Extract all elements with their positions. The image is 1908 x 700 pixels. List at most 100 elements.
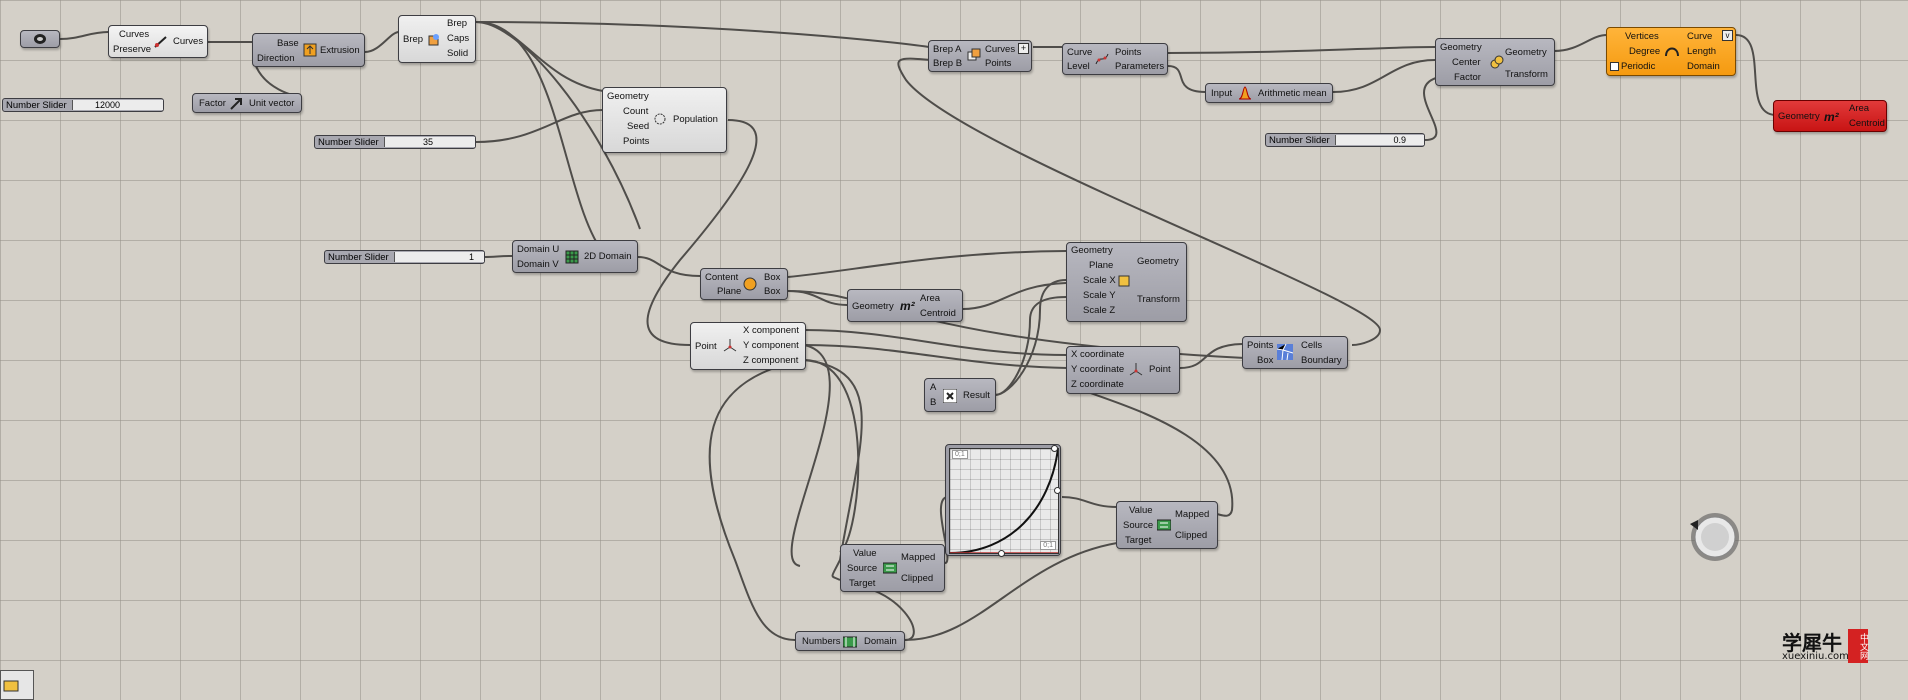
scale-z-input[interactable]: Scale Z [1083, 305, 1116, 316]
transform-output[interactable]: Transform [1505, 69, 1548, 80]
brep-components-node[interactable]: Brep Brep Caps Solid [398, 15, 476, 63]
brep-brep-node[interactable]: Brep A Brep B Curves Points + [928, 40, 1032, 72]
box-output-2[interactable]: Box [764, 286, 781, 297]
graph-grip-bottom[interactable] [998, 550, 1005, 557]
vertices-input[interactable]: Vertices [1625, 31, 1659, 42]
centroid-output[interactable]: Centroid [1849, 118, 1885, 129]
value-input[interactable]: Value [1129, 505, 1153, 516]
domain-u-input[interactable]: Domain U [517, 244, 560, 255]
periodic-input[interactable]: Periodic [1621, 61, 1656, 72]
count-input[interactable]: Count [623, 106, 649, 117]
graph-area[interactable]: 0;1 0;1 [949, 448, 1059, 554]
area-output[interactable]: Area [920, 293, 941, 304]
direction-input[interactable]: Direction [257, 53, 295, 64]
degree-input[interactable]: Degree [1629, 46, 1661, 57]
y-coordinate-input[interactable]: Y coordinate [1071, 364, 1125, 375]
numbers-input[interactable]: Numbers [802, 636, 841, 647]
populate-geometry-node[interactable]: Geometry Count Seed Points Population [602, 87, 727, 153]
transform-output[interactable]: Transform [1137, 294, 1180, 305]
dropdown-icon[interactable]: v [1722, 30, 1733, 41]
preserve-input[interactable]: Preserve [113, 44, 152, 55]
scale-x-input[interactable]: Scale X [1083, 275, 1116, 286]
source-input[interactable]: Source [1123, 520, 1154, 531]
length-output[interactable]: Length [1687, 46, 1717, 57]
remap-numbers-node[interactable]: Value Source Target Mapped Clipped [840, 544, 945, 592]
geometry-input[interactable]: Geometry [607, 91, 649, 102]
curves-input[interactable]: Curves [119, 29, 150, 40]
x-component-output[interactable]: X component [743, 325, 799, 336]
domain-v-input[interactable]: Domain V [517, 259, 559, 270]
scale-node[interactable]: Geometry Center Factor Geometry Transfor… [1435, 38, 1555, 86]
graph-grip-right[interactable] [1054, 487, 1061, 494]
box-input[interactable]: Box [1257, 355, 1274, 366]
curve-output[interactable]: Curve [1687, 31, 1713, 42]
parameters-output[interactable]: Parameters [1115, 61, 1165, 72]
expand-icon[interactable]: + [1018, 43, 1029, 54]
curve-level-node[interactable]: Curve Level Points Parameters [1062, 43, 1168, 75]
point-output[interactable]: Point [1149, 364, 1171, 375]
unit-vector-node[interactable]: Factor Unit vector [192, 93, 302, 113]
checkbox-icon[interactable] [1610, 62, 1619, 71]
plane-input[interactable]: Plane [1089, 260, 1114, 271]
mapped-output[interactable]: Mapped [1175, 509, 1210, 520]
slider-track[interactable]: 35 [384, 137, 475, 147]
seed-input[interactable]: Seed [627, 121, 650, 132]
number-slider-35[interactable]: Number Slider 35 [314, 135, 476, 149]
y-component-output[interactable]: Y component [743, 340, 799, 351]
deconstruct-point-node[interactable]: Point X component Y component Z componen… [690, 322, 806, 370]
b-input[interactable]: B [930, 397, 937, 408]
box-output[interactable]: Box [764, 272, 781, 283]
a-input[interactable]: A [930, 382, 937, 393]
geometry-input[interactable]: Geometry [1778, 111, 1820, 122]
multiplication-node[interactable]: A B Result [924, 378, 996, 412]
result-output[interactable]: Result [963, 390, 990, 401]
scale-y-input[interactable]: Scale Y [1083, 290, 1116, 301]
z-coordinate-input[interactable]: Z coordinate [1071, 379, 1124, 390]
mapped-output[interactable]: Mapped [901, 552, 936, 563]
source-input[interactable]: Source [847, 563, 878, 574]
domain-output[interactable]: Domain [1687, 61, 1720, 72]
navigation-widget[interactable] [1688, 510, 1742, 564]
target-input[interactable]: Target [1125, 535, 1152, 546]
curves-node[interactable]: Curves Preserve Curves [108, 25, 208, 58]
target-input[interactable]: Target [849, 578, 876, 589]
points-output[interactable]: Points [985, 58, 1012, 69]
geometry-output[interactable]: Geometry [1505, 47, 1547, 58]
clipped-output[interactable]: Clipped [1175, 530, 1208, 541]
area-output[interactable]: Area [1849, 103, 1870, 114]
point-input[interactable]: Point [695, 341, 717, 352]
nurbs-curve-node[interactable]: Vertices Degree Periodic Curve Length Do… [1606, 27, 1736, 76]
solid-output[interactable]: Solid [447, 48, 469, 59]
number-slider-1[interactable]: Number Slider 1 [324, 250, 485, 264]
x-coordinate-input[interactable]: X coordinate [1071, 349, 1125, 360]
caps-output[interactable]: Caps [447, 33, 470, 44]
points-input[interactable]: Points [623, 136, 650, 147]
bounding-box-node[interactable]: Content Plane Box Box [700, 268, 788, 300]
brep-a-input[interactable]: Brep A [933, 44, 962, 55]
center-input[interactable]: Center [1452, 57, 1481, 68]
canvas-corner-icon[interactable] [0, 670, 34, 700]
value-input[interactable]: Value [853, 548, 877, 559]
curves-output[interactable]: Curves [173, 36, 204, 47]
number-slider-0-9[interactable]: Number Slider 0.9 [1265, 133, 1425, 147]
level-input[interactable]: Level [1067, 61, 1090, 72]
graph-grip-top[interactable] [1051, 445, 1058, 452]
extrusion-node[interactable]: Base Direction Extrusion [252, 33, 365, 67]
slider-track[interactable]: 0.9 [1335, 135, 1424, 145]
points-input[interactable]: Points [1247, 340, 1274, 351]
geometry-input[interactable]: Geometry [852, 301, 894, 312]
plane-input[interactable]: Plane [717, 286, 742, 297]
average-node[interactable]: Input Arithmetic mean [1205, 83, 1333, 103]
bounds-node[interactable]: Numbers Domain [795, 631, 905, 651]
number-slider-12000[interactable]: Number Slider 12000 [2, 98, 164, 112]
points-output[interactable]: Points [1115, 47, 1142, 58]
centroid-output[interactable]: Centroid [920, 308, 956, 319]
brep-b-input[interactable]: Brep B [933, 58, 963, 69]
factor-input[interactable]: Factor [199, 98, 226, 109]
brep-input[interactable]: Brep [403, 34, 424, 45]
graph-mapper-node[interactable]: 0;1 0;1 [945, 444, 1061, 557]
boolean-toggle[interactable] [20, 30, 60, 48]
z-component-output[interactable]: Z component [743, 355, 799, 366]
domain-2d-node[interactable]: Domain U Domain V 2D Domain [512, 240, 638, 273]
construct-point-node[interactable]: X coordinate Y coordinate Z coordinate P… [1066, 346, 1180, 394]
